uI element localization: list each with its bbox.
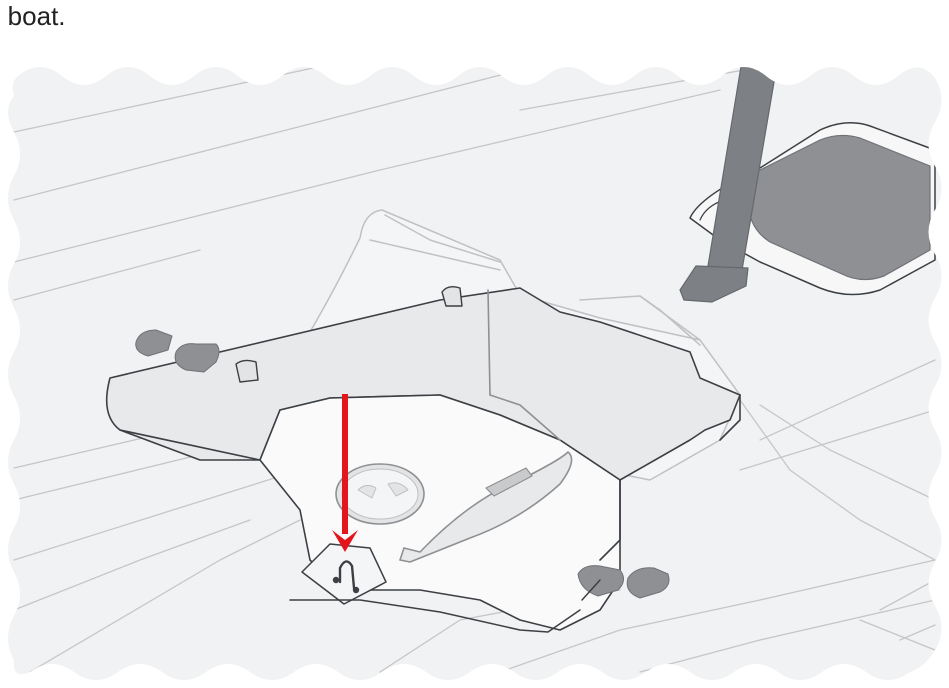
drain-cap — [336, 464, 424, 524]
